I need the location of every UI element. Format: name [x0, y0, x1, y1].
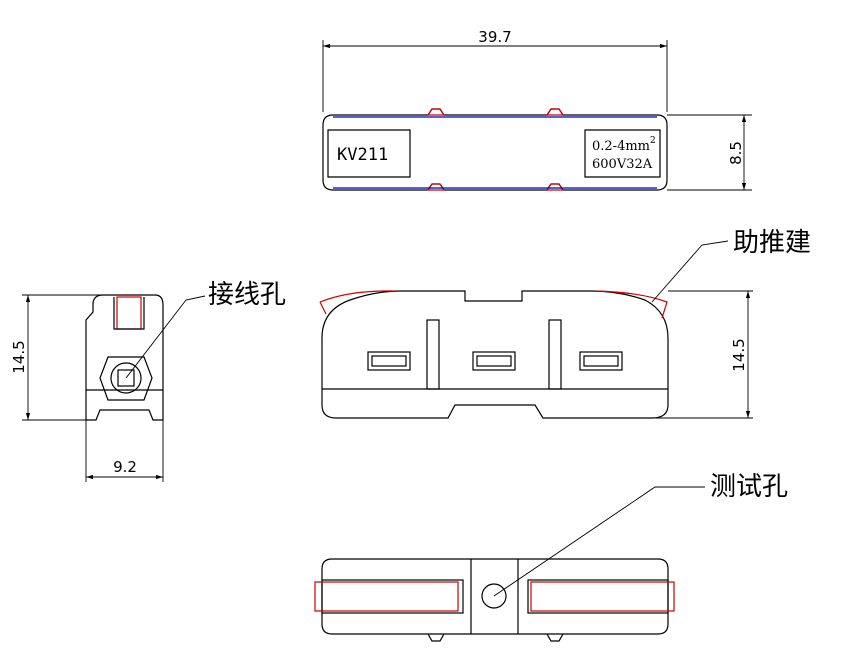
side-view: 14.5 9.2 接线孔	[10, 280, 286, 482]
front-window-inner	[371, 355, 407, 367]
front-post	[548, 319, 562, 390]
bottom-slot-right	[527, 579, 669, 614]
bottom-body-outline	[321, 558, 669, 635]
side-lever-slot	[113, 297, 145, 330]
dim-left-width: 9.2	[113, 458, 137, 476]
dim-top-height: 8.5	[727, 141, 745, 165]
dim-left-height: 14.5	[10, 340, 28, 373]
bottom-slot-left	[321, 579, 464, 614]
bottom-notch	[426, 183, 446, 191]
side-lever	[116, 296, 142, 330]
wire-range-superscript: 2	[650, 136, 656, 146]
dim-front-height: 14.5	[730, 338, 748, 371]
front-lever-right	[594, 290, 668, 319]
bottom-view: 测试孔	[314, 472, 788, 642]
front-window	[367, 351, 411, 371]
bottom-foot	[546, 633, 564, 642]
bottom-lever-right	[530, 581, 675, 612]
front-window-inner	[583, 355, 619, 367]
wire-hole-circle	[110, 362, 142, 394]
front-window	[472, 351, 516, 371]
bottom-lever-left	[314, 581, 459, 612]
top-notch	[426, 108, 446, 116]
front-body-outline	[321, 290, 669, 419]
model-label-box	[327, 129, 411, 178]
spec-label-box	[584, 129, 661, 178]
wire-range-text: 0.2-4mm	[592, 139, 650, 154]
front-window-inner	[476, 355, 512, 367]
front-lever-left	[319, 290, 396, 303]
leader-push-button	[651, 240, 729, 303]
label-test-hole: 测试孔	[710, 472, 788, 502]
label-wire-hole: 接线孔	[208, 280, 286, 310]
test-hole	[481, 583, 507, 609]
leader-wire-hole	[125, 295, 206, 379]
wire-hole-hex	[99, 356, 153, 401]
bottom-notch	[545, 183, 565, 191]
top-body-outline	[322, 108, 668, 191]
front-lever-left-tip	[319, 301, 327, 315]
front-post	[426, 319, 440, 390]
leader-test-hole	[493, 486, 705, 597]
front-window	[579, 351, 623, 371]
dim-top-width: 39.7	[478, 28, 511, 46]
label-push-button: 助推建	[733, 228, 811, 258]
side-body-outline	[85, 294, 164, 421]
wire-hole-square	[117, 369, 135, 387]
top-notch	[545, 108, 565, 116]
model-text: KV211	[337, 145, 388, 165]
top-view: 39.7 KV211 0.2-4mm 2 600V32A 8.5	[322, 28, 752, 191]
front-view: 14.5 助推建	[319, 228, 811, 419]
rating-text: 600V32A	[592, 157, 653, 172]
bottom-foot	[427, 633, 445, 642]
